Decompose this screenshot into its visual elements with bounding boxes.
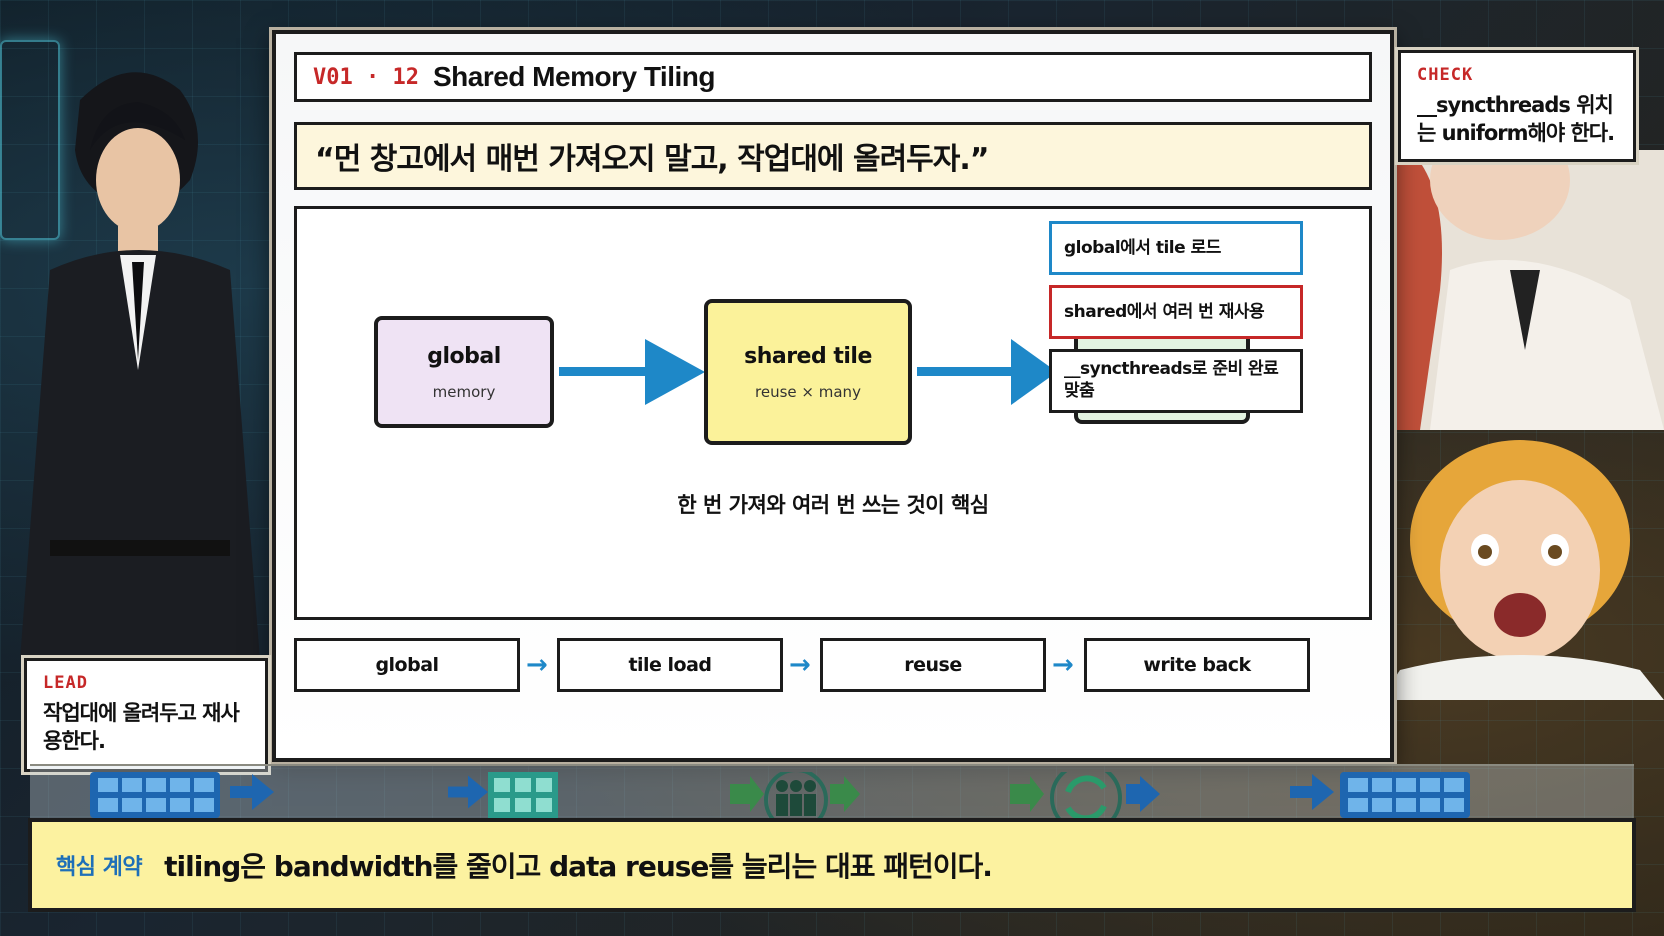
arrow-right-icon [230,774,274,810]
node-shared-tile: shared tile reuse × many [704,299,912,445]
node-global-sub: memory [432,382,496,401]
diagram-caption: 한 번 가져와 여러 번 쓰는 것이 핵심 [677,493,989,517]
shared-tile-grid-icon [488,772,558,818]
note-global-load: global에서 tile 로드 [1049,221,1303,275]
slide-title-bar: V01 · 12 Shared Memory Tiling [294,52,1372,102]
lead-card-text: 작업대에 올려두고 재사용한다. [43,701,240,753]
banner-label: 핵심 계약 [56,855,143,880]
key-contract-banner: 핵심 계약 tiling은 bandwidth를 줄이고 data reuse를… [28,818,1636,912]
threads-group-icon [730,772,860,818]
step-tile-load: tile load [557,638,783,692]
step-write-back: write back [1084,638,1310,692]
node-global-title: global [427,343,501,369]
check-card-text: __syncthreads 위치는 uniform해야 한다. [1417,93,1615,145]
arrow-global-to-shared-icon [559,339,705,405]
arrow-right-icon: → [526,650,548,680]
step-label: tile load [628,654,712,676]
slide-title: Shared Memory Tiling [432,61,716,92]
step-reuse: reuse [820,638,1046,692]
node-global-memory: global memory [374,316,554,428]
check-card: CHECK __syncthreads 위치는 uniform해야 한다. [1398,50,1636,162]
step-label: global [375,654,439,676]
lead-card-label: LEAD [43,673,88,693]
step-label: reuse [904,654,962,676]
banner-text: tiling은 bandwidth를 줄이고 data reuse를 늘리는 대… [164,850,993,883]
slide-code: V01 · 12 [313,64,419,90]
node-shared-title: shared tile [744,343,872,369]
step-global: global [294,638,520,692]
character-blonde-boy-illustration [1380,440,1664,700]
note-global-load-text: global에서 tile 로드 [1064,238,1221,258]
note-syncthreads-text: __syncthreads로 준비 완료 맞춤 [1064,359,1279,401]
character-suit-man-illustration [20,72,260,660]
tiling-diagram: global memory shared tile reuse × many o… [294,206,1372,620]
grid-tile-icon [90,772,220,818]
arrow-shared-to-output-icon [917,339,1057,405]
background-hologram-panel [0,40,60,240]
arrow-right-icon: → [789,650,811,680]
slide-panel: V01 · 12 Shared Memory Tiling “먼 창고에서 매번… [272,30,1394,762]
arrow-right-icon [448,775,488,809]
node-shared-sub: reuse × many [755,382,861,401]
step-label: write back [1143,654,1251,676]
note-syncthreads: __syncthreads로 준비 완료 맞춤 [1049,349,1303,413]
character-red-hair-woman-illustration [1390,150,1664,430]
output-grid-icon [1340,772,1470,818]
note-shared-reuse: shared에서 여러 번 재사용 [1049,285,1303,339]
sync-cycle-icon [1010,772,1160,818]
icon-strip [30,764,1634,820]
quote-text: “먼 창고에서 매번 가져오지 말고, 작업대에 올려두자.” [315,142,989,177]
lead-card: LEAD 작업대에 올려두고 재사용한다. [24,658,268,772]
check-card-label: CHECK [1417,65,1474,85]
quote-box: “먼 창고에서 매번 가져오지 말고, 작업대에 올려두자.” [294,122,1372,190]
arrow-right-icon [1290,774,1334,810]
process-steps: global → tile load → reuse → write back [294,638,1372,692]
arrow-right-icon: → [1052,650,1074,680]
note-shared-reuse-text: shared에서 여러 번 재사용 [1064,302,1265,322]
